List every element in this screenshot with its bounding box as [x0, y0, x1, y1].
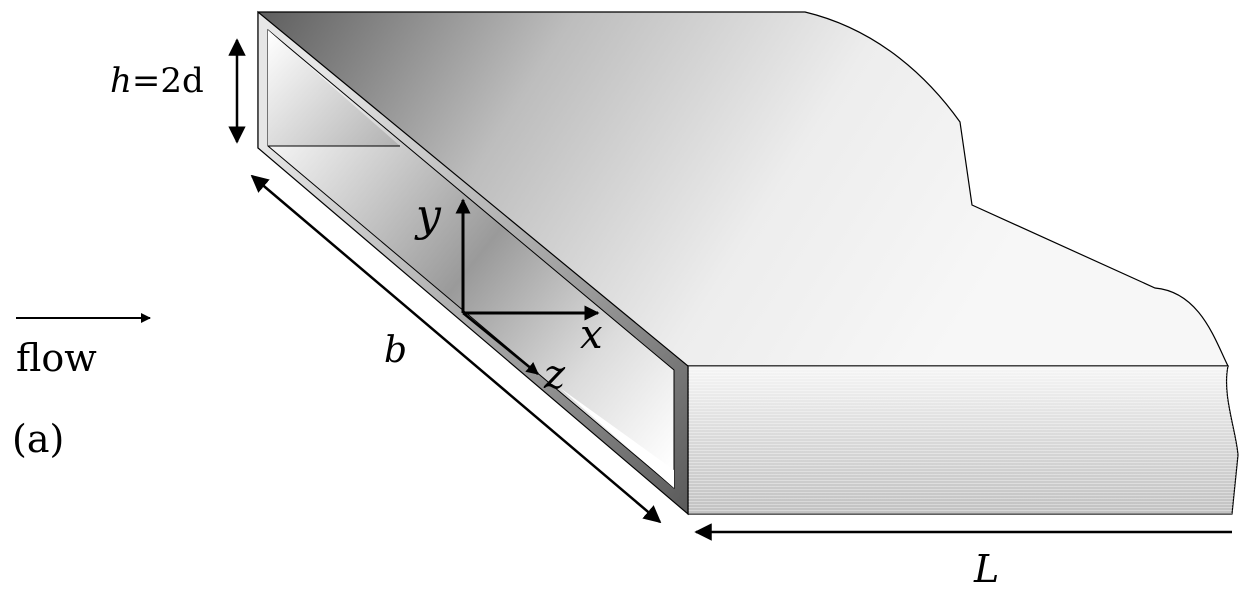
axis-y-label: y [414, 190, 442, 241]
front-face-texture [688, 366, 1238, 514]
z-axis-arrow [462, 312, 539, 375]
axis-x-label: x [580, 312, 603, 358]
channel-inner-ceiling [268, 30, 400, 146]
height-label: h=2d [110, 61, 204, 101]
channel-top-face [257, 11, 1229, 367]
width-dimension-arrow [250, 174, 662, 524]
panel-label: (a) [12, 417, 64, 461]
width-label: b [384, 330, 407, 371]
axis-z-label: z [543, 352, 566, 398]
flow-label: flow [16, 336, 97, 380]
length-label: L [973, 547, 999, 591]
